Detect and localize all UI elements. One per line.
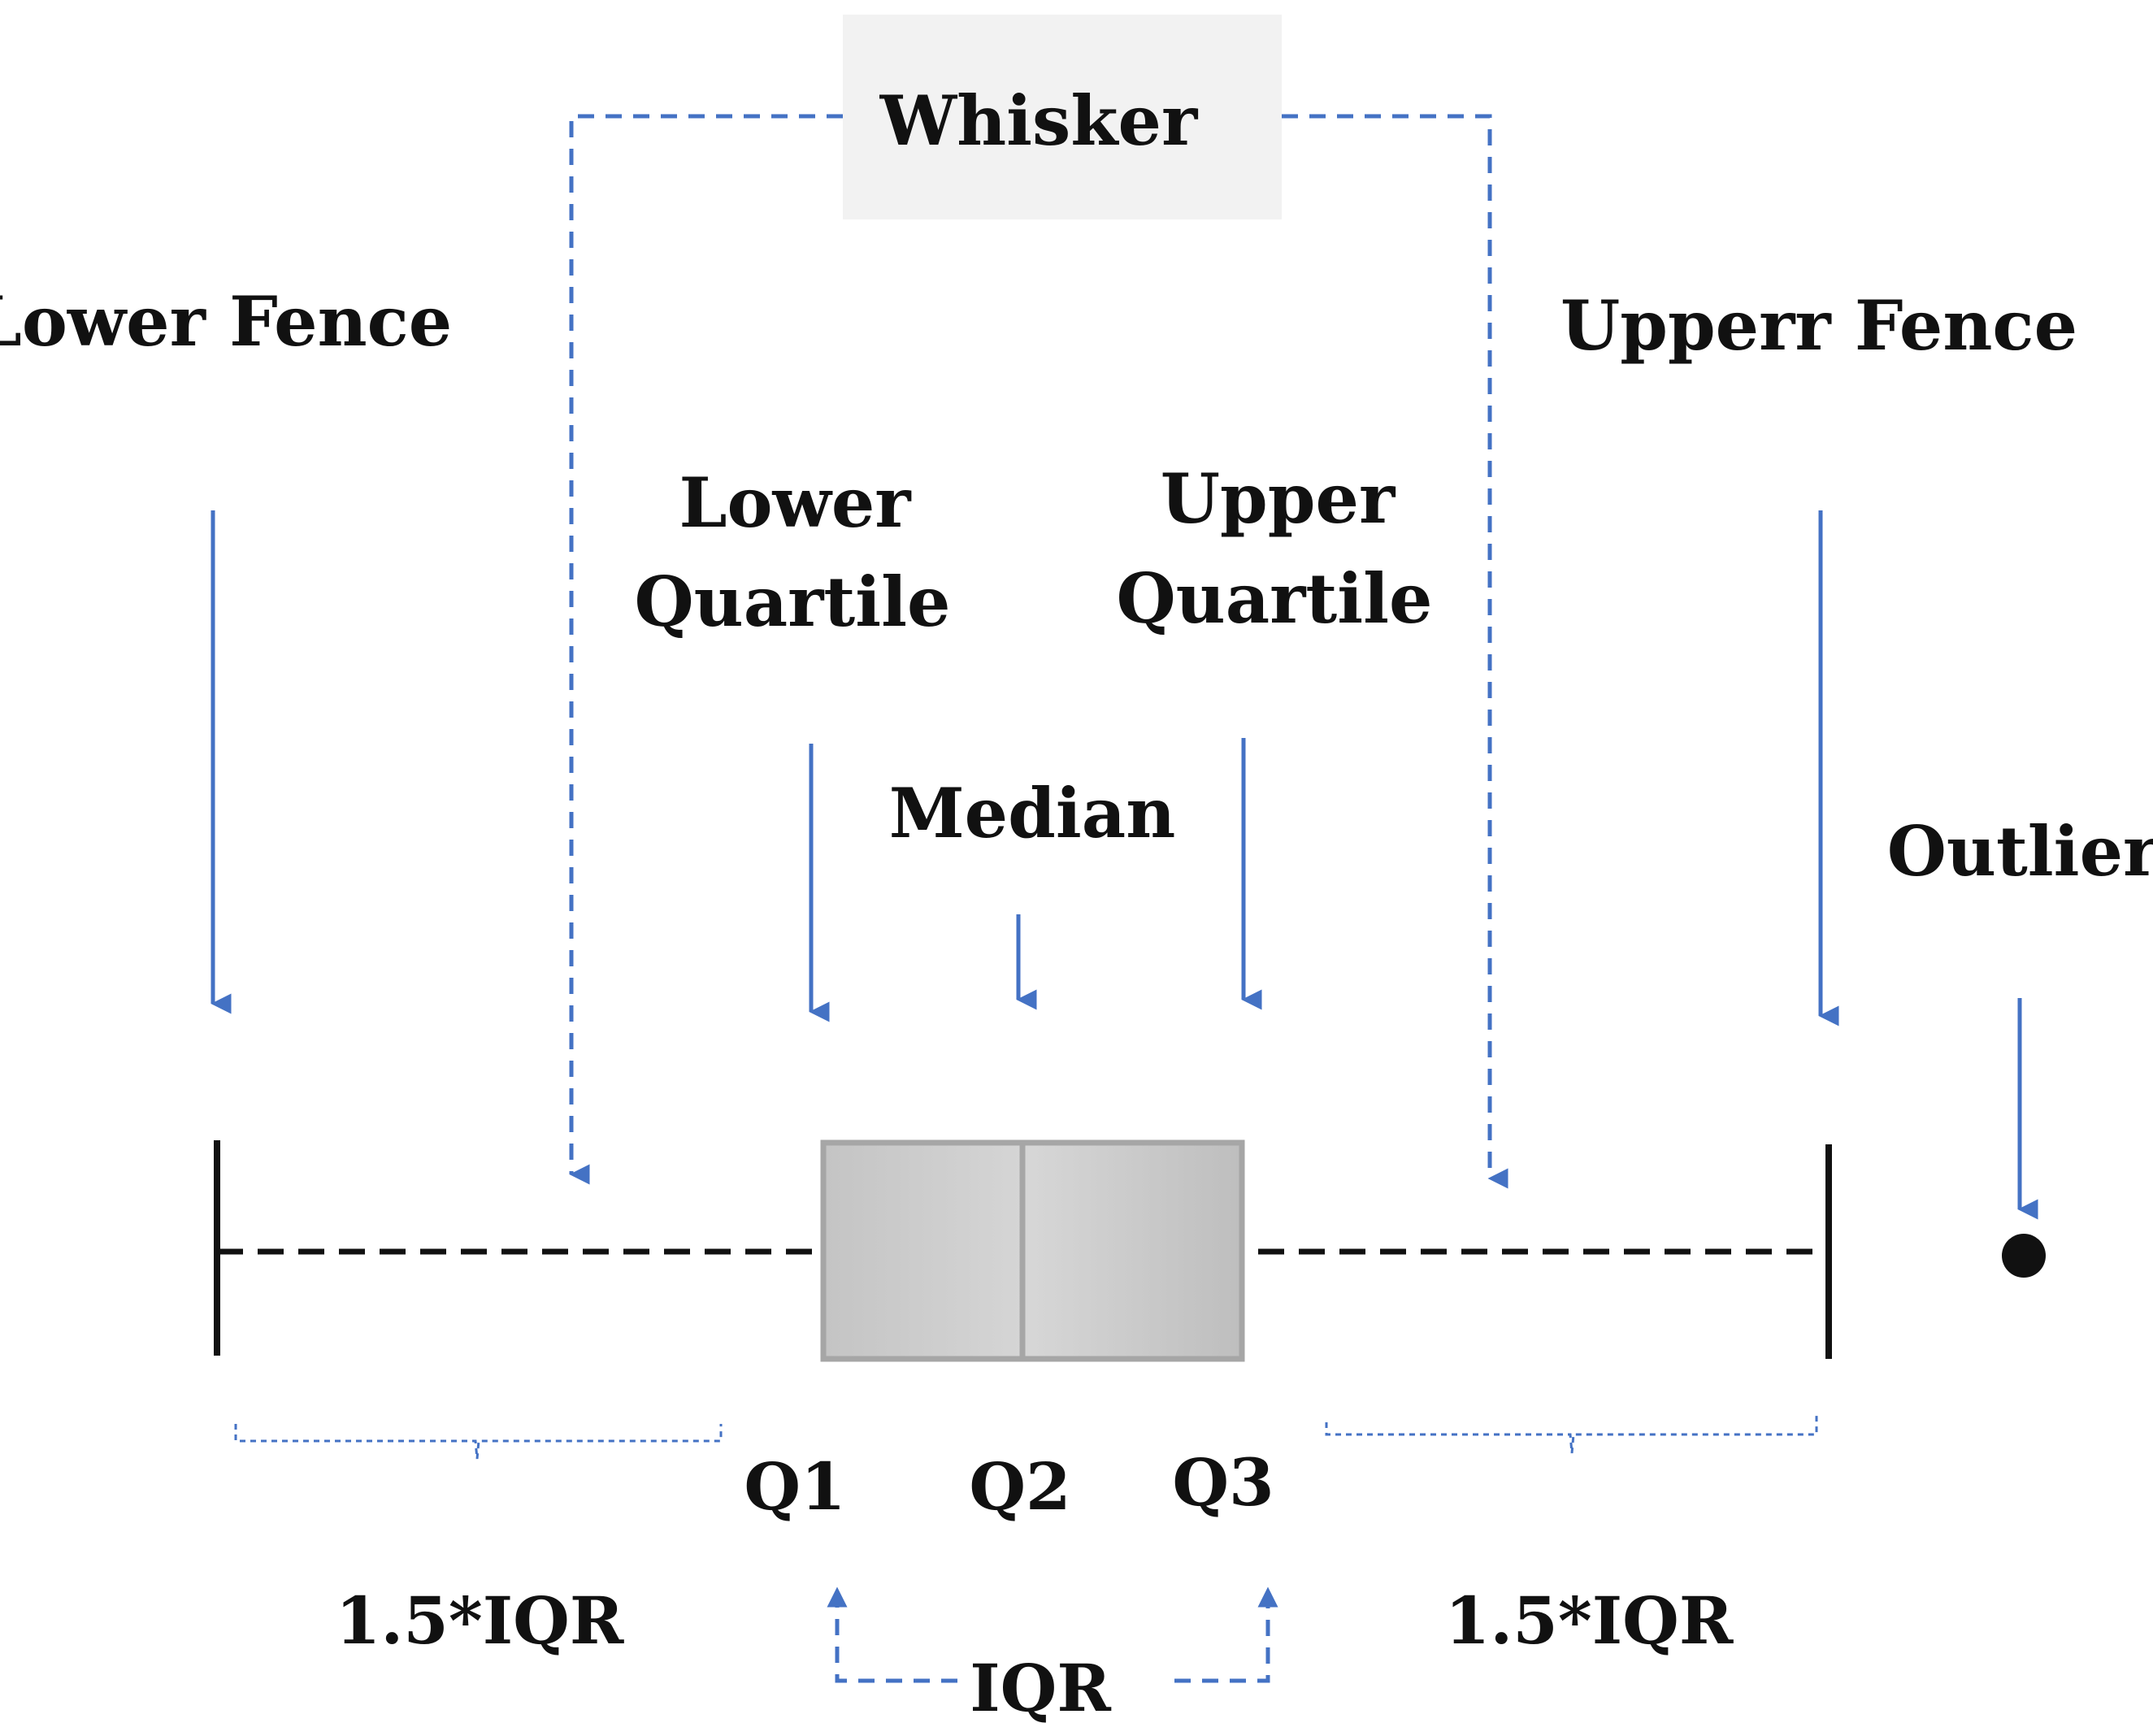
lower-fence-label: Lower Fence [0, 281, 452, 362]
iqr-connector-left [827, 1586, 957, 1683]
outlier-point [2002, 1234, 2046, 1278]
right-span-brace [1325, 1414, 1818, 1454]
median-label: Median [889, 773, 1176, 853]
q2-label: Q2 [969, 1448, 1070, 1525]
whisker-connector-left [569, 114, 843, 1185]
whisker-connector-right [1282, 114, 1508, 1189]
iqr-label: IQR [970, 1650, 1111, 1726]
iqr-connector-right [1174, 1586, 1278, 1683]
whisker-label-box [843, 15, 1282, 219]
outlier-label: Outlier [1887, 811, 2153, 892]
upper-fence-label: Upperr Fence [1560, 285, 2077, 366]
iqr-box [820, 1139, 1245, 1362]
lower-quartile-label-line2: Quartile [635, 562, 951, 642]
upper-quartile-label-line2: Quartile [1117, 558, 1433, 639]
left-span-brace [234, 1424, 723, 1460]
q1-label: Q1 [744, 1448, 845, 1525]
q3-label: Q3 [1172, 1444, 1274, 1521]
right-span-label: 1.5*IQR [1445, 1582, 1734, 1659]
upper-quartile-label-line1: Upper [1161, 458, 1396, 539]
lower-quartile-label-line1: Lower [679, 462, 912, 543]
whisker-label: Whisker [879, 80, 1199, 161]
left-span-label: 1.5*IQR [336, 1582, 624, 1659]
